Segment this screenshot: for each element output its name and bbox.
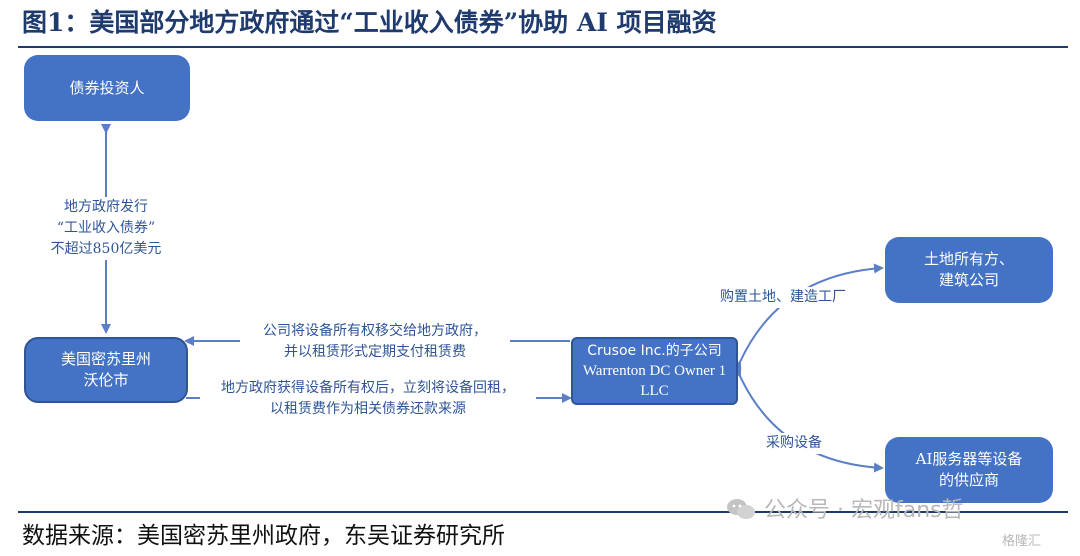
node-crusoe-line3: LLC [640,383,669,399]
edge-label-leaseback-line2: 以租赁费作为相关债券还款来源 [270,401,466,417]
node-warrenton-city-line2: 沃伦市 [83,371,129,389]
edge-label-land-purchase: 购置土地、建造工厂 [720,287,846,308]
watermark: 公众号 · 宏观fans哲 [726,492,964,524]
node-ai-supplier-line1: AI服务器等设备 [915,450,1023,468]
node-ai-supplier: AI服务器等设备 的供应商 [885,437,1053,503]
node-crusoe-line1: Crusoe Inc.的子公司 [587,343,722,359]
edge-label-ownership-transfer: 公司将设备所有权移交给地方政府， 并以租赁形式定期支付租赁费 [240,321,510,363]
watermark-corner: 格隆汇 [1002,534,1042,549]
edge-label-transfer-line1: 公司将设备所有权移交给地方政府， [263,323,487,339]
edge-label-bond-line3: 不超过850亿美元 [50,241,162,257]
data-source: 数据来源：美国密苏里州政府，东吴证券研究所 [22,523,505,549]
arrow-crusoe-land [732,263,884,372]
node-crusoe-line2: Warrenton DC Owner 1 [582,363,727,379]
source-rule [18,511,1068,513]
edge-label-leaseback-line1: 地方政府获得设备所有权后，立刻将设备回租， [221,380,515,396]
edge-label-bond-line1: 地方政府发行 [64,199,148,215]
edge-label-bond-line2: “工业收入债券” [56,220,156,236]
arrow-crusoe-supplier [732,366,884,473]
watermark-text: 公众号 · 宏观fans哲 [764,498,964,523]
figure-title: 图1：美国部分地方政府通过“工业收入债券”协助 AI 项目融资 [22,8,717,37]
node-land-owner-line1: 土地所有方、 [923,250,1014,268]
wechat-icon [727,499,755,519]
node-crusoe-subsidiary: Crusoe Inc.的子公司 Warrenton DC Owner 1 LLC [571,337,738,405]
node-warrenton-city-line1: 美国密苏里州 [60,350,151,368]
node-bond-investor-label: 债券投资人 [69,78,145,97]
edge-label-leaseback: 地方政府获得设备所有权后，立刻将设备回租， 以租赁费作为相关债券还款来源 [200,378,536,420]
title-rule [18,46,1068,48]
node-warrenton-city: 美国密苏里州 沃伦市 [24,337,188,403]
edge-label-bond-issuance: 地方政府发行 “工业收入债券” 不超过850亿美元 [40,197,172,260]
node-land-owner: 土地所有方、 建筑公司 [885,237,1053,303]
node-ai-supplier-line2: 的供应商 [938,471,999,489]
edge-label-equipment-purchase: 采购设备 [766,433,822,454]
edge-label-transfer-line2: 并以租赁形式定期支付租赁费 [284,344,466,360]
node-bond-investor: 债券投资人 [24,55,190,121]
node-land-owner-line2: 建筑公司 [938,271,999,289]
